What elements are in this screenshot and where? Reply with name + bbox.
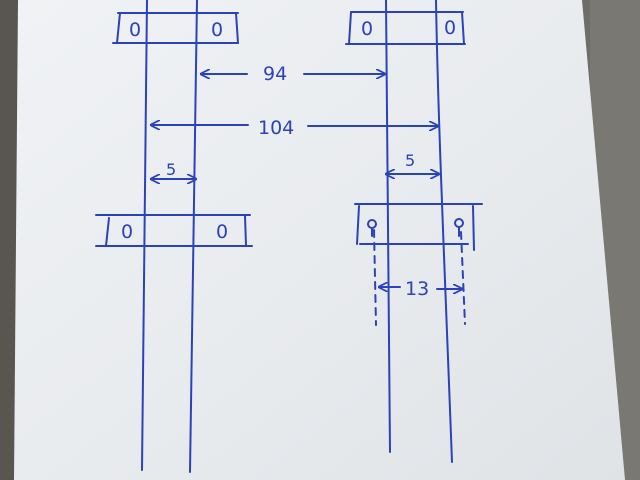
bottom-left-bar-left-mark: 0 (121, 221, 133, 243)
left-vertical-line-b (189, 0, 198, 473)
left-vertical-line-a (141, 0, 148, 471)
top-right-bar-right-mark: 0 (444, 17, 456, 39)
bottom-left-bar-left-edge (105, 217, 110, 247)
paper-sheet (14, 0, 625, 480)
top-left-bar-left-edge (116, 12, 121, 44)
dimension-104-label: 104 (258, 117, 294, 139)
top-left-bar-right-edge (235, 12, 239, 44)
right-vertical-line-b (435, 0, 453, 463)
top-left-bar-right-mark: 0 (211, 19, 223, 41)
left-hole-dashed-guide (373, 229, 377, 326)
bottom-left-bar-right-edge (244, 215, 247, 246)
bottom-left-bar-right-mark: 0 (216, 221, 228, 243)
right-hole-dashed-guide (460, 231, 466, 325)
left-gap-label: 5 (166, 160, 176, 179)
top-right-bar-left-edge (348, 11, 352, 45)
right-vertical-line-a (385, 0, 391, 453)
top-right-bar-right-edge (461, 11, 465, 45)
hole-gap-label: 13 (405, 278, 429, 300)
bottom-right-bar-right-edge (472, 205, 475, 251)
dimension-94-label: 94 (263, 63, 287, 85)
bottom-right-bar-left-edge (356, 205, 360, 245)
top-right-bar-left-mark: 0 (361, 18, 373, 40)
top-left-bar-left-mark: 0 (129, 19, 141, 41)
right-gap-label: 5 (405, 151, 415, 170)
